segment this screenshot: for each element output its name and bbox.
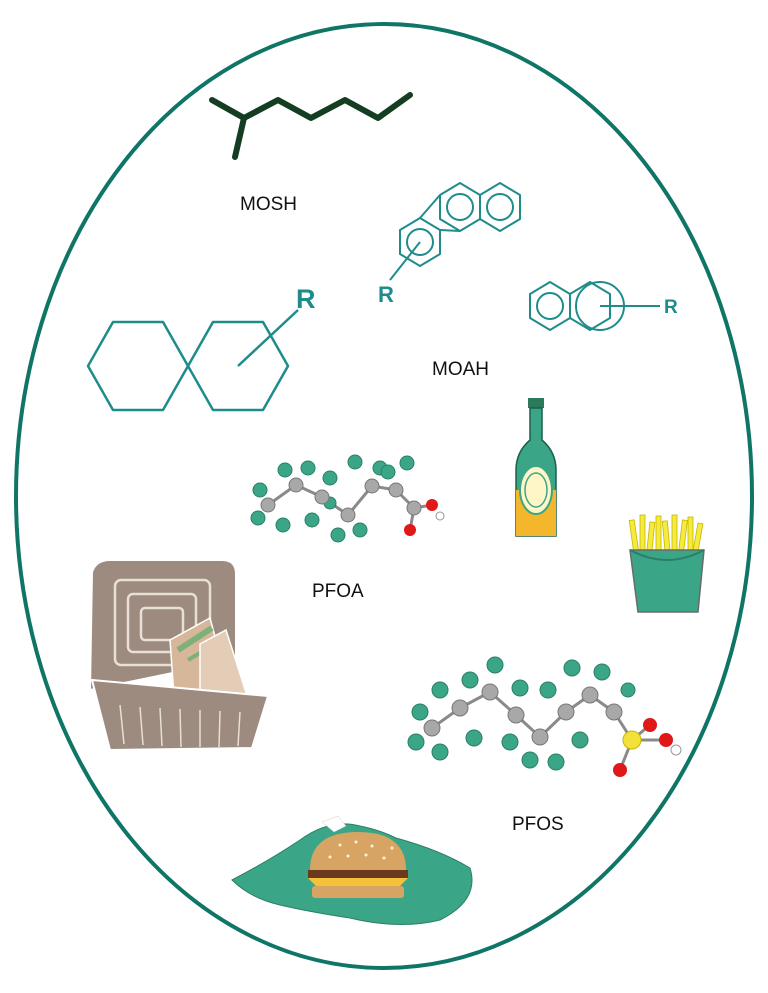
decalin-structure [86,309,299,412]
takeout-box-icon [88,559,270,752]
label-pfoa: PFOA [312,581,364,602]
label-pfos: PFOS [512,814,564,835]
outer-ellipse [14,22,754,970]
decalin-r-label: R [296,284,316,314]
pfos-molecule [407,656,682,777]
label-moah: MOAH [432,359,489,380]
label-mosh: MOSH [240,194,297,215]
phenanthrene-structure [389,182,521,281]
naphthalene-structure [529,281,660,331]
mosh-structure [209,92,413,160]
phenanthrene-r-label: R [378,282,394,307]
naphthalene-r-label: R [664,297,678,318]
pfoa-molecule [250,454,445,543]
beer-bottle-icon [515,398,557,537]
burger-wrapper-icon [231,815,473,925]
french-fries-icon [628,514,705,613]
